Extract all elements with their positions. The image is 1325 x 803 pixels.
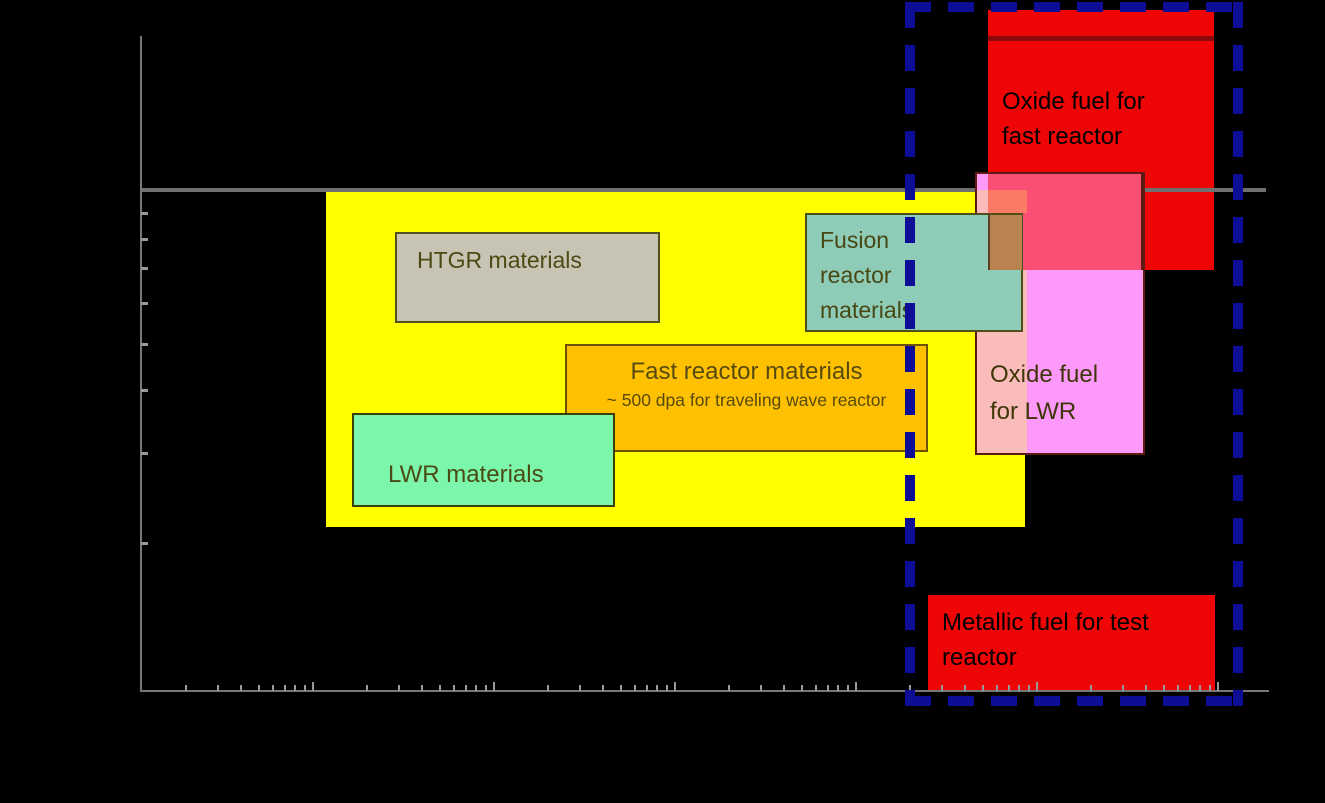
axis-tick <box>283 685 286 691</box>
axis-tick <box>1199 685 1202 691</box>
axis-tick <box>547 685 550 691</box>
axis-tick <box>656 685 659 691</box>
axis-tick <box>1007 685 1010 691</box>
fast-reactor-materials-note: ~ 500 dpa for traveling wave reactor <box>606 390 887 410</box>
axis-tick <box>1018 685 1021 691</box>
axis-tick <box>846 685 849 691</box>
axis-tick <box>633 685 636 691</box>
axis-tick <box>271 685 274 691</box>
axis-tick <box>452 685 455 691</box>
axis-tick <box>493 682 495 691</box>
axis-tick <box>665 685 668 691</box>
axis-tick <box>1027 685 1030 691</box>
axis-tick <box>217 685 220 691</box>
axis-tick <box>141 302 148 305</box>
axis-tick <box>303 685 306 691</box>
axis-tick <box>484 685 487 691</box>
axis-tick <box>185 685 188 691</box>
axis-tick <box>141 267 148 270</box>
highlight-rect-top-edge <box>905 2 1243 12</box>
highlight-rect-right-edge <box>1233 2 1243 706</box>
axis-tick <box>420 685 423 691</box>
axis-tick <box>963 685 966 691</box>
reference-line <box>140 188 1266 192</box>
axis-tick <box>1122 685 1125 691</box>
axis-tick <box>294 685 297 691</box>
axis-tick <box>645 685 648 691</box>
axis-tick <box>800 685 803 691</box>
axis-tick <box>855 682 857 691</box>
axis-tick <box>141 542 148 545</box>
axis-tick <box>1162 685 1165 691</box>
oxide-fuel-lwr-over-red-yellow <box>988 190 1027 213</box>
highlight-rect-bottom-edge <box>905 696 1243 706</box>
axis-tick <box>1188 685 1191 691</box>
axis-tick <box>674 682 676 691</box>
axis-tick <box>312 682 314 691</box>
axis-tick <box>760 685 763 691</box>
axis-tick <box>728 685 731 691</box>
axis-tick <box>1176 685 1179 691</box>
axis-tick <box>239 685 242 691</box>
axis-tick <box>475 685 478 691</box>
axis-tick <box>141 212 148 215</box>
htgr-materials-label: HTGR materials <box>417 247 582 273</box>
axis-tick <box>601 685 604 691</box>
metallic-fuel-test-reactor-label: Metallic fuel for test reactor <box>942 609 1149 671</box>
axis-tick <box>782 685 785 691</box>
axis-tick <box>438 685 441 691</box>
axis-tick <box>141 452 148 455</box>
highlight-rect-left-edge <box>905 2 915 706</box>
axis-tick <box>837 685 840 691</box>
fusion-reactor-materials-label: Fusion reactor materials <box>820 227 914 323</box>
axis-tick <box>141 389 148 392</box>
axis-tick <box>257 685 260 691</box>
axis-tick <box>141 343 148 346</box>
htgr-materials-box: HTGR materials <box>395 232 660 323</box>
oxide-fuel-fast-reactor-label: Oxide fuel for fast reactor <box>1002 88 1145 150</box>
axis-tick <box>464 685 467 691</box>
axis-tick <box>141 238 148 241</box>
axis-tick <box>1217 682 1219 691</box>
x-axis-line <box>140 690 1269 692</box>
axis-tick <box>826 685 829 691</box>
axis-tick <box>1208 685 1211 691</box>
axis-tick <box>1090 685 1093 691</box>
oxide-fuel-fast-reactor-inner-line <box>988 36 1214 41</box>
fast-reactor-materials-box: Fast reactor materials ~ 500 dpa for tra… <box>565 344 928 452</box>
axis-tick <box>579 685 582 691</box>
axis-tick <box>619 685 622 691</box>
axis-tick <box>1144 685 1147 691</box>
axis-tick <box>995 685 998 691</box>
axis-tick <box>814 685 817 691</box>
axis-tick <box>1036 682 1038 691</box>
fast-reactor-materials-label: Fast reactor materials <box>630 358 863 385</box>
lwr-materials-box: LWR materials <box>352 413 615 507</box>
y-axis-line <box>140 36 142 691</box>
axis-tick <box>981 685 984 691</box>
axis-tick <box>941 685 944 691</box>
oxide-fuel-lwr-label: Oxide fuel for LWR <box>990 361 1099 425</box>
axis-tick <box>366 685 369 691</box>
fusion-over-red-overlap <box>988 215 1022 270</box>
axis-tick <box>398 685 401 691</box>
lwr-materials-label: LWR materials <box>388 461 544 488</box>
metallic-fuel-test-reactor-box: Metallic fuel for test reactor <box>928 595 1215 690</box>
